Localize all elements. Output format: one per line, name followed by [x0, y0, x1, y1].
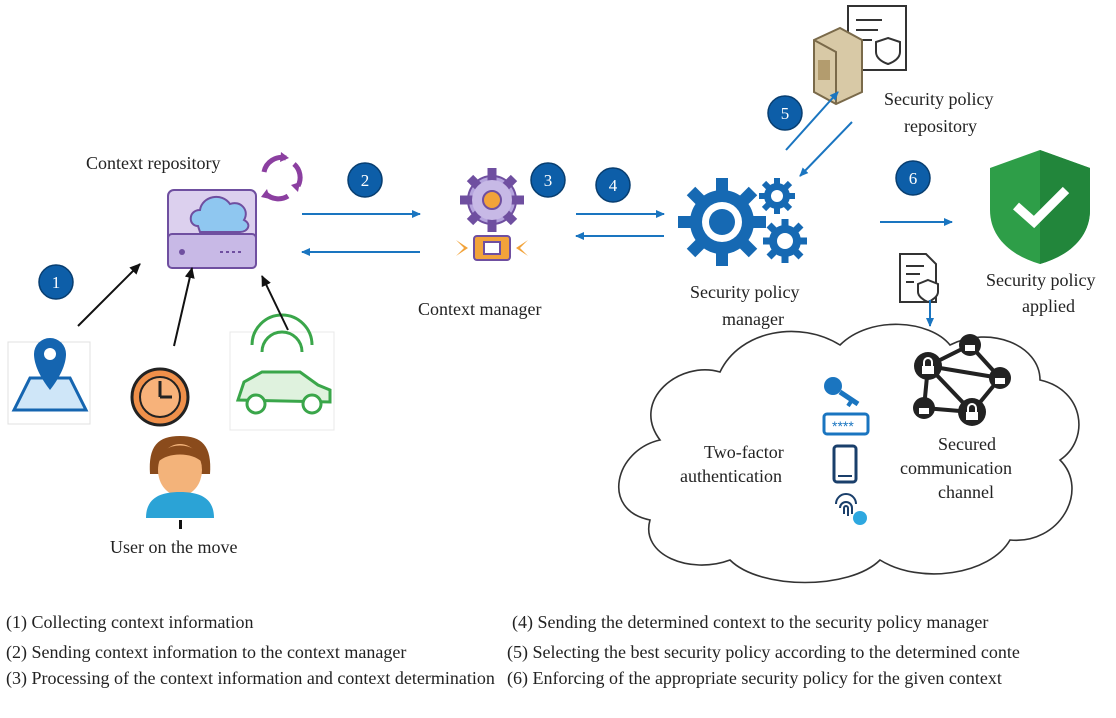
legend-item-6: (6) Enforcing of the appropriate securit… [507, 668, 1002, 688]
svg-text:5: 5 [781, 104, 790, 123]
legend-item-3: (3) Processing of the context informatio… [6, 668, 495, 688]
step-badge-6: 6 [895, 160, 931, 196]
policy-document-icon [899, 253, 939, 304]
svg-text:6: 6 [909, 169, 918, 188]
security-policy-manager-label-line1: Security policy [690, 282, 799, 302]
arrow-policy-manager-to-repository [785, 91, 839, 151]
security-policy-applied-label-line2: applied [1022, 296, 1075, 316]
legend-item-5: (5) Selecting the best security policy a… [507, 642, 1020, 662]
fingerprint-icon [835, 493, 867, 525]
user-label: User on the move [110, 537, 237, 557]
legend: (1) Collecting context information (2) S… [0, 600, 1116, 718]
legend-item-1: (1) Collecting context information [6, 612, 254, 632]
context-manager-label: Context manager [418, 299, 541, 319]
security-policy-repository-label-line1: Security policy [884, 89, 993, 109]
svg-text:1: 1 [52, 273, 61, 292]
svg-text:****: **** [832, 418, 854, 434]
step-badge-3: 3 [530, 162, 566, 198]
password-field-icon: **** [822, 412, 870, 436]
clock-icon [130, 367, 190, 427]
step-badge-5: 5 [767, 95, 803, 131]
svg-text:3: 3 [544, 171, 553, 190]
connected-car-icon [229, 313, 335, 431]
context-repository-label: Context repository [86, 153, 220, 173]
security-policy-applied-label-line1: Security policy [986, 270, 1095, 290]
step-badge-2: 2 [347, 162, 383, 198]
secured-channel-label-line1: Secured [938, 434, 996, 454]
arrow-time-to-repository [173, 267, 195, 347]
secured-channel-label-line2: communication [900, 458, 1012, 478]
security-policy-repository-label-line2: repository [904, 116, 977, 136]
cloud-server-icon [167, 189, 257, 269]
architecture-diagram: Context repository User on the move [7, 5, 1095, 584]
arrow-location-to-repository [77, 263, 141, 327]
arrow-vehicle-to-repository [261, 275, 289, 331]
legend-item-4: (4) Sending the determined context to th… [512, 612, 989, 632]
sync-arrows-icon [261, 152, 303, 202]
network-lock-icon [913, 334, 1011, 426]
gears-icon [678, 178, 807, 266]
two-factor-label-line1: Two-factor [704, 442, 784, 462]
smartphone-icon [832, 444, 858, 484]
location-map-icon [7, 338, 91, 425]
shield-check-icon [990, 150, 1090, 264]
key-icon [824, 377, 860, 408]
user-avatar-icon [146, 436, 214, 529]
svg-text:4: 4 [609, 176, 618, 195]
arrow-repository-to-policy-manager [799, 121, 853, 177]
gear-chip-icon [456, 168, 528, 261]
step-badge-1: 1 [38, 264, 74, 300]
legend-item-2: (2) Sending context information to the c… [6, 642, 407, 662]
security-policy-manager-label-line2: manager [722, 309, 784, 329]
two-factor-label-line2: authentication [680, 466, 782, 486]
server-certificate-icon [813, 5, 907, 106]
step-badge-4: 4 [595, 167, 631, 203]
secured-channel-label-line3: channel [938, 482, 994, 502]
svg-text:2: 2 [361, 171, 370, 190]
